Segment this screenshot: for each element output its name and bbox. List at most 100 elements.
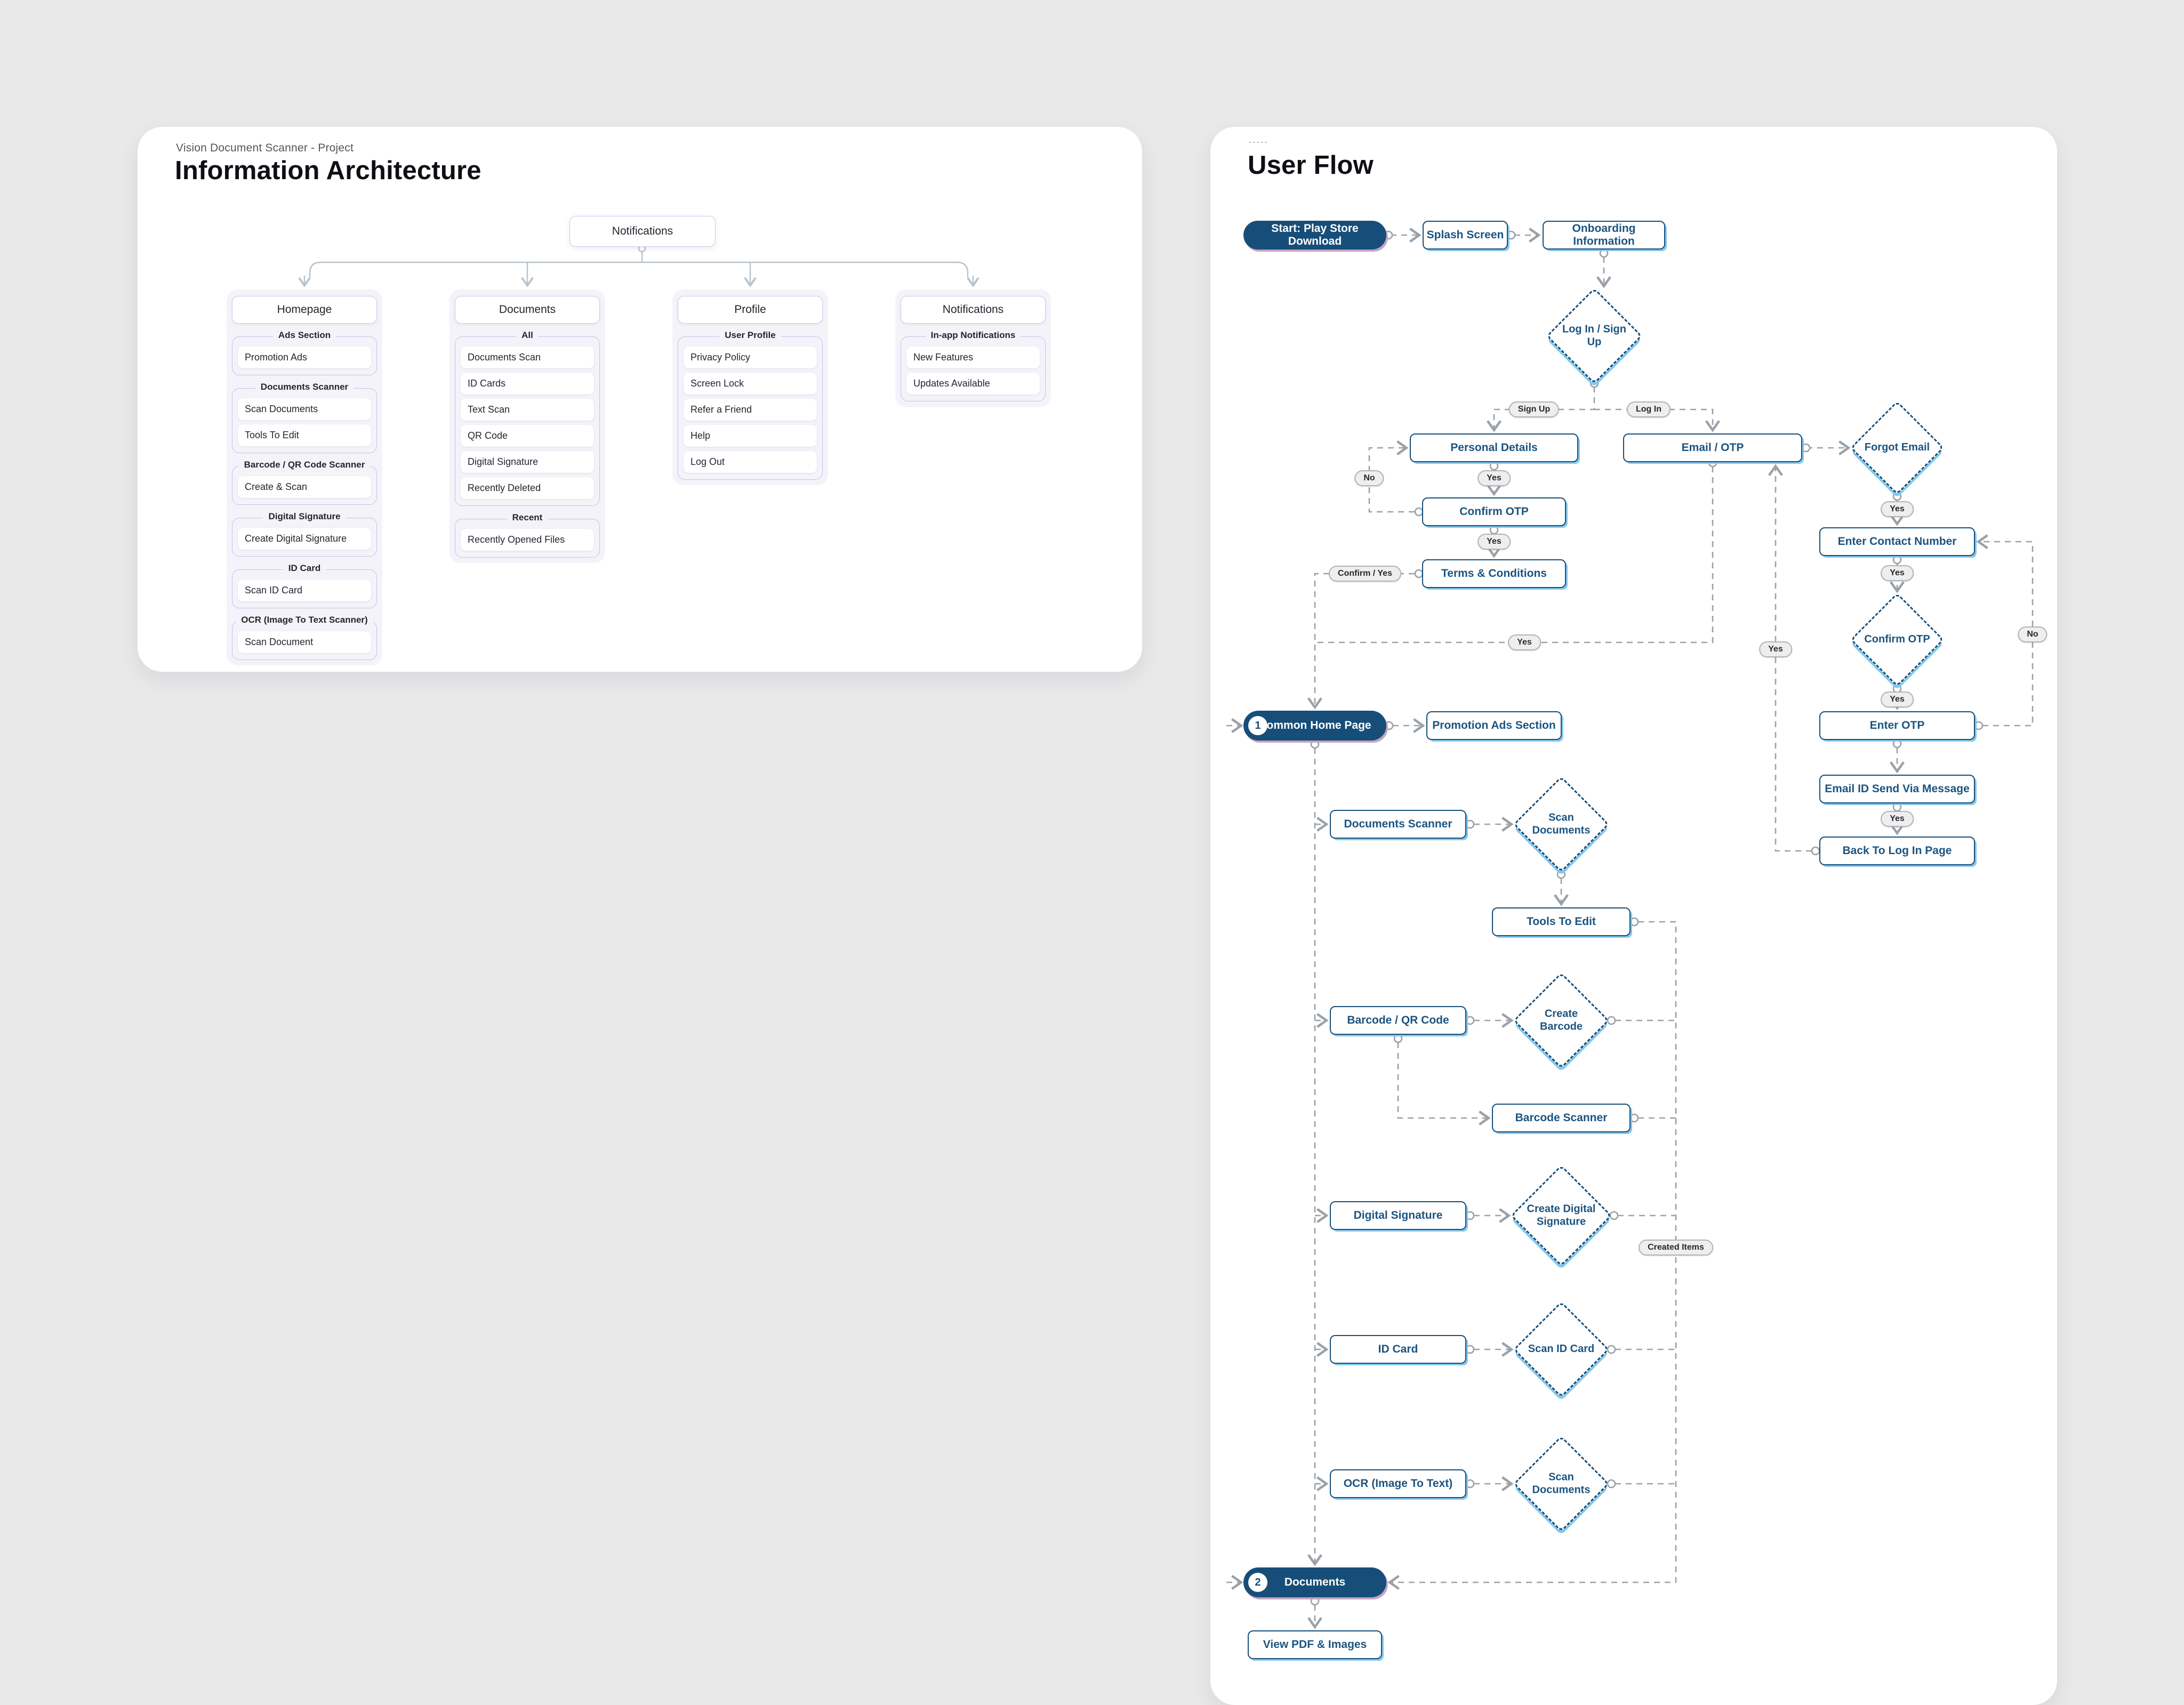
flow-node-label: Documents xyxy=(1284,1576,1346,1588)
ia-top-node-documents[interactable]: Documents xyxy=(455,296,600,324)
edge-label-yes-6: Yes xyxy=(1881,811,1914,827)
flow-node-documents-scanner[interactable]: Documents Scanner xyxy=(1330,810,1466,839)
flow-node-onboarding[interactable]: Onboarding Information xyxy=(1543,221,1665,250)
flow-node-terms[interactable]: Terms & Conditions xyxy=(1422,559,1566,588)
step-badge-2: 2 xyxy=(1248,1573,1267,1592)
flow-decision-label: Scan Documents xyxy=(1532,1471,1591,1495)
ia-title: Information Architecture xyxy=(175,156,481,185)
ia-item-promotion-ads[interactable]: Promotion Ads xyxy=(238,347,371,368)
flow-decision-scan-documents-2[interactable]: Scan Documents xyxy=(1513,1435,1610,1532)
flow-decision-label: Scan ID Card xyxy=(1528,1343,1595,1355)
ia-item-tools-to-edit[interactable]: Tools To Edit xyxy=(238,424,371,446)
flow-node-barcode-qr[interactable]: Barcode / QR Code xyxy=(1330,1006,1466,1035)
flow-decision-forgot-email[interactable]: Forgot Email xyxy=(1850,400,1945,495)
ia-item-refer-a-friend[interactable]: Refer a Friend xyxy=(684,399,817,421)
flow-node-label: Tools To Edit xyxy=(1527,915,1596,928)
ia-group-label-text: Documents Scanner xyxy=(255,382,354,392)
design-canvas: Vision Document Scanner - Project Inform… xyxy=(138,127,2057,1705)
ia-item-scan-documents[interactable]: Scan Documents xyxy=(238,398,371,420)
ia-top-node-profile[interactable]: Profile xyxy=(678,296,823,324)
flow-node-label: Promotion Ads Section xyxy=(1432,719,1556,731)
flow-node-personal-details[interactable]: Personal Details xyxy=(1410,433,1578,462)
edge-label-yes-home: Yes xyxy=(1508,634,1541,650)
edge-label-yes-5: Yes xyxy=(1881,691,1914,707)
ia-group-label: Digital Signature xyxy=(232,511,376,522)
flow-node-back-to-login[interactable]: Back To Log In Page xyxy=(1819,837,1975,865)
flow-node-label: Confirm OTP xyxy=(1459,505,1529,518)
flow-node-label: Enter Contact Number xyxy=(1837,535,1957,548)
flow-decision-create-digital-signature[interactable]: Create Digital Signature xyxy=(1510,1164,1612,1267)
flow-decision-scan-documents-1[interactable]: Scan Documents xyxy=(1513,776,1610,873)
ia-item-create-digital-signature[interactable]: Create Digital Signature xyxy=(238,528,371,550)
ia-item-scan-id-card[interactable]: Scan ID Card xyxy=(238,580,371,601)
flow-node-enter-otp[interactable]: Enter OTP xyxy=(1819,711,1975,740)
ia-group-label-text: ID Card xyxy=(283,563,326,573)
ia-item-recently-deleted[interactable]: Recently Deleted xyxy=(461,477,594,499)
ia-item-id-cards[interactable]: ID Cards xyxy=(461,373,594,395)
ia-item-new-features[interactable]: New Features xyxy=(906,347,1040,368)
flow-node-email-id-send[interactable]: Email ID Send Via Message xyxy=(1819,775,1975,803)
flow-node-label: Barcode Scanner xyxy=(1515,1112,1608,1124)
flow-node-start[interactable]: Start: Play Store Download xyxy=(1243,221,1386,250)
ia-item-log-out[interactable]: Log Out xyxy=(684,451,817,473)
flow-decision-scan-id-card[interactable]: Scan ID Card xyxy=(1513,1301,1610,1398)
edge-label-yes-3: Yes xyxy=(1881,501,1914,517)
ia-item-updates-available[interactable]: Updates Available xyxy=(906,373,1040,395)
flow-node-digital-signature[interactable]: Digital Signature xyxy=(1330,1201,1466,1230)
ia-item-scan-document[interactable]: Scan Document xyxy=(238,631,371,653)
ia-item-recently-opened-files[interactable]: Recently Opened Files xyxy=(461,529,594,551)
ia-group-label: In-app Notifications xyxy=(901,330,1045,341)
flow-decision-label: Scan Documents xyxy=(1532,811,1591,836)
ia-item-create-scan[interactable]: Create & Scan xyxy=(238,476,371,498)
ia-item-screen-lock[interactable]: Screen Lock xyxy=(684,373,817,395)
flow-node-documents[interactable]: 2 Documents xyxy=(1243,1567,1386,1597)
flow-decision-login-signup[interactable]: Log In / Sign Up xyxy=(1546,287,1643,384)
ia-top-node-notifications[interactable]: Notifications xyxy=(901,296,1046,324)
flow-node-ocr[interactable]: OCR (Image To Text) xyxy=(1330,1469,1466,1498)
ia-item-documents-scan[interactable]: Documents Scan xyxy=(461,347,594,368)
edge-label-yes-1: Yes xyxy=(1478,470,1511,486)
ia-item-privacy-policy[interactable]: Privacy Policy xyxy=(684,347,817,368)
ia-top-node-homepage[interactable]: Homepage xyxy=(232,296,377,324)
ia-root-node[interactable]: Notifications xyxy=(569,216,716,247)
flow-node-email-otp[interactable]: Email / OTP xyxy=(1623,433,1802,462)
flow-node-id-card[interactable]: ID Card xyxy=(1330,1335,1466,1364)
flow-node-label: Digital Signature xyxy=(1353,1209,1443,1221)
flow-node-view-pdf[interactable]: View PDF & Images xyxy=(1248,1630,1382,1659)
flow-node-label: Terms & Conditions xyxy=(1441,567,1547,580)
flow-node-label: Documents Scanner xyxy=(1344,818,1452,830)
flow-node-label: View PDF & Images xyxy=(1263,1638,1367,1651)
edge-label-sign-up: Sign Up xyxy=(1508,401,1560,417)
flow-node-enter-contact[interactable]: Enter Contact Number xyxy=(1819,527,1975,556)
flow-node-label: Splash Screen xyxy=(1426,229,1504,241)
ia-group-label-text: User Profile xyxy=(719,330,781,340)
flow-node-promotion-ads[interactable]: Promotion Ads Section xyxy=(1426,711,1562,740)
ia-item-qr-code[interactable]: QR Code xyxy=(461,425,594,447)
flow-node-tools-to-edit[interactable]: Tools To Edit xyxy=(1492,907,1631,936)
ia-item-text-scan[interactable]: Text Scan xyxy=(461,399,594,421)
flow-node-barcode-scanner[interactable]: Barcode Scanner xyxy=(1492,1104,1631,1132)
flow-decision-confirm-otp-2[interactable]: Confirm OTP xyxy=(1850,592,1945,687)
flow-node-label: Enter OTP xyxy=(1869,719,1925,731)
ia-item-help[interactable]: Help xyxy=(684,425,817,447)
ia-group-label: Ads Section xyxy=(232,330,376,341)
flow-node-splash[interactable]: Splash Screen xyxy=(1423,221,1508,250)
flow-node-confirm-otp[interactable]: Confirm OTP xyxy=(1422,497,1566,526)
ia-item-digital-signature[interactable]: Digital Signature xyxy=(461,451,594,473)
flow-decision-label: Confirm OTP xyxy=(1864,633,1930,646)
flow-decision-label: Log In / Sign Up xyxy=(1562,323,1626,348)
ia-group-label-text: Barcode / QR Code Scanner xyxy=(238,460,371,470)
flow-decision-create-barcode[interactable]: Create Barcode xyxy=(1513,972,1610,1069)
flow-decision-label: Create Barcode xyxy=(1539,1008,1583,1032)
edge-label-created-items: Created Items xyxy=(1639,1240,1713,1256)
